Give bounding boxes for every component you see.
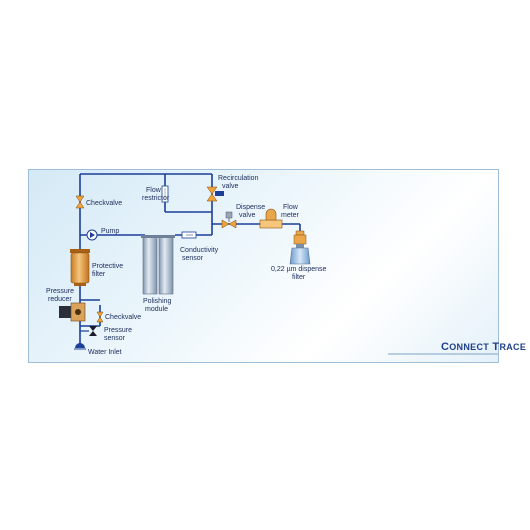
- flow-meter-label-1: Flow: [283, 204, 299, 211]
- recirculation-label-1: Recirculation: [218, 175, 259, 182]
- brand-logo: CONNECT TRACE: [441, 341, 526, 353]
- pump-label: Pump: [101, 228, 119, 235]
- protective-filter-icon: [70, 249, 90, 286]
- water-inlet-label: Water Inlet: [88, 349, 122, 356]
- polishing-module-icon: [141, 235, 175, 295]
- recirculation-label-2: valve: [222, 183, 238, 190]
- dispense-filter-label-1: 0,22 µm dispense: [271, 266, 327, 273]
- polishing-label-2: module: [145, 306, 168, 313]
- pressure-sensor-icon: [80, 326, 97, 336]
- pressure-sensor-label-2: sensor: [104, 335, 126, 342]
- flow-restrictor-label-1: Flow: [146, 187, 162, 194]
- conductivity-sensor-icon: [181, 231, 197, 239]
- flow-restrictor-icon: [161, 185, 169, 203]
- conductivity-label-2: sensor: [182, 255, 204, 262]
- protective-filter-label-1: Protective: [92, 263, 123, 270]
- pressure-reducer-icon: [59, 302, 86, 322]
- dispense-valve-label-1: Dispense: [236, 204, 265, 211]
- dispense-valve-icon: [221, 211, 237, 229]
- dispense-filter-icon: [289, 230, 311, 265]
- checkvalve-top-icon: [75, 195, 85, 209]
- dispense-valve-label-2: valve: [239, 212, 255, 219]
- conductivity-label-1: Conductivity: [180, 247, 219, 254]
- pressure-reducer-label-1: Pressure: [46, 288, 74, 295]
- diagram-panel: [28, 169, 499, 363]
- checkvalve-top-label: Checkvalve: [86, 200, 122, 207]
- dispense-filter-label-2: filter: [292, 274, 306, 281]
- checkvalve-bottom-icon: [96, 311, 104, 323]
- flow-restrictor-label-2: restrictor: [142, 195, 170, 202]
- pressure-reducer-label-2: reducer: [48, 296, 72, 303]
- polishing-label-1: Polishing: [143, 298, 172, 305]
- water-inlet-icon: [74, 343, 86, 350]
- checkvalve-bottom-label: Checkvalve: [105, 314, 141, 321]
- pump-icon: [86, 229, 98, 241]
- recirculation-valve-icon: [206, 186, 224, 202]
- flow-meter-icon: [259, 208, 283, 229]
- protective-filter-label-2: filter: [92, 271, 106, 278]
- flow-meter-label-2: meter: [281, 212, 300, 219]
- pressure-sensor-label-1: Pressure: [104, 327, 132, 334]
